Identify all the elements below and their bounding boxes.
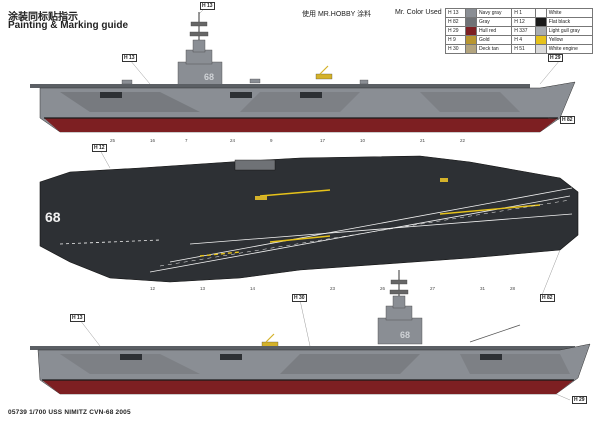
top-hull-number: 68 — [204, 72, 214, 82]
marker-code: H 29 — [572, 396, 587, 404]
deck-plan-view: 68 — [39, 155, 579, 283]
top-island — [177, 12, 223, 89]
color-used-label: Mr. Color Used — [395, 9, 442, 16]
footer-model-id: 05739 1/700 USS NIMITZ CVN-68 2005 — [8, 409, 131, 416]
top-flight-deck — [30, 84, 530, 88]
deck-equipment — [255, 178, 448, 200]
callout-number: 27 — [430, 286, 436, 291]
deck-number: 68 — [45, 209, 61, 225]
callout-number: 31 — [480, 286, 486, 291]
callout-number: 7 — [185, 138, 188, 143]
bottom-island — [377, 270, 423, 345]
marker-bottom-island: H 13 — [70, 314, 85, 322]
marker-code: H 13 — [122, 54, 137, 62]
marker-code: H 12 — [92, 144, 107, 152]
callout-number: 14 — [250, 286, 256, 291]
callout-number: 10 — [360, 138, 366, 143]
deck-yellow-lines — [199, 189, 541, 257]
callout-number: 13 — [200, 286, 206, 291]
callout-number: 17 — [320, 138, 326, 143]
marker-deck-right: H 82 — [540, 294, 555, 302]
callout-number: 22 — [460, 138, 466, 143]
callout-number: 21 — [420, 138, 426, 143]
marker-top-mast: H 13 — [200, 2, 215, 10]
marker-code: H 13 — [70, 314, 85, 322]
marker-top-bow: H 29 — [548, 54, 563, 62]
marker-bottom-bow: H 30 — [292, 294, 307, 302]
top-side-view: 68 — [30, 12, 576, 133]
marker-deck-left: H 12 — [92, 144, 107, 152]
callout-number: 12 — [150, 286, 156, 291]
callout-number: 26 — [380, 286, 386, 291]
callout-number: 28 — [510, 286, 516, 291]
page-title-cn: 涂装同标贴指示 — [8, 12, 78, 23]
bottom-flight-deck — [30, 346, 575, 350]
marker-bottom-stern: H 29 — [572, 396, 587, 404]
callout-number: 24 — [230, 138, 236, 143]
bottom-hull-red — [42, 380, 574, 394]
top-hull-red — [44, 118, 558, 132]
bottom-side-view: 68 — [30, 270, 591, 395]
page-title-en: Painting & Marking guide — [8, 20, 129, 31]
marker-code: H 30 — [292, 294, 307, 302]
callout-number: 9 — [270, 138, 273, 143]
marker-code: H 82 — [560, 116, 575, 124]
marker-top-island: H 13 — [122, 54, 137, 62]
callout-number: 16 — [150, 138, 156, 143]
leader-lines — [79, 7, 571, 401]
island-top — [234, 159, 276, 171]
bottom-hull-number: 68 — [400, 330, 410, 340]
callout-number: 23 — [330, 286, 336, 291]
marker-code: H 29 — [548, 54, 563, 62]
marker-code: H 13 — [200, 2, 215, 10]
brand-label: 使用 MR.HOBBY 涂料 — [302, 11, 372, 18]
top-deck-items — [121, 65, 369, 85]
paint-name: Deck tan — [475, 44, 513, 54]
callout-number: 25 — [110, 138, 116, 143]
flight-deck — [39, 155, 579, 283]
paint-name: White engine — [545, 44, 594, 54]
marker-top-stern: H 82 — [560, 116, 575, 124]
marker-code: H 82 — [540, 294, 555, 302]
